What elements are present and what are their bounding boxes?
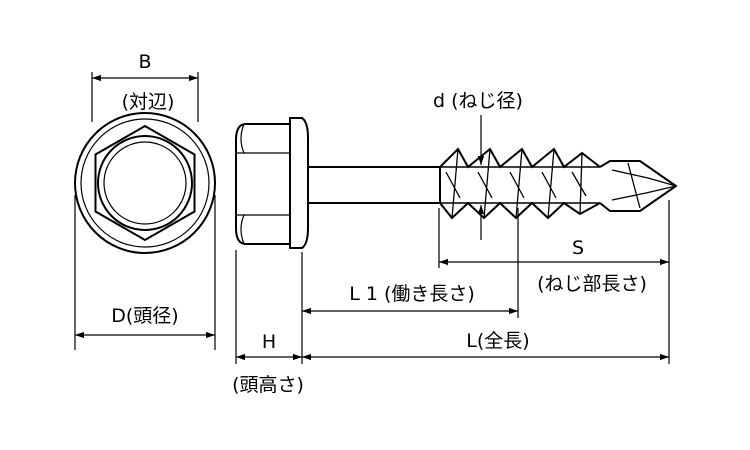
label-d-thread: d (ねじ径) bbox=[433, 90, 523, 112]
washer-face-outer bbox=[97, 135, 193, 231]
label-h: H bbox=[262, 331, 276, 353]
head-flange-outline bbox=[74, 112, 216, 254]
thread-crests bbox=[439, 147, 601, 220]
screw-shank bbox=[307, 166, 441, 204]
label-h-desc: (頭高さ) bbox=[232, 374, 304, 396]
label-l1: L 1 (働き長さ) bbox=[349, 283, 475, 305]
label-d-head: D(頭径) bbox=[111, 305, 178, 327]
label-b-desc: (対辺) bbox=[122, 91, 175, 113]
dim-b bbox=[91, 72, 199, 122]
label-b: B bbox=[138, 51, 151, 73]
label-s: S bbox=[572, 237, 584, 259]
drill-point bbox=[599, 160, 678, 212]
washer-face-inner bbox=[103, 141, 187, 225]
dim-d-head bbox=[74, 195, 216, 350]
label-s-desc: (ねじ部長さ) bbox=[537, 273, 647, 295]
label-l: L(全長) bbox=[466, 330, 529, 352]
screw-flange bbox=[289, 117, 309, 249]
hex-outline bbox=[94, 124, 196, 242]
head-front-view bbox=[74, 112, 216, 254]
screw-side-view bbox=[235, 117, 678, 249]
screw-head bbox=[235, 123, 291, 245]
head-flange-inner bbox=[80, 118, 210, 248]
